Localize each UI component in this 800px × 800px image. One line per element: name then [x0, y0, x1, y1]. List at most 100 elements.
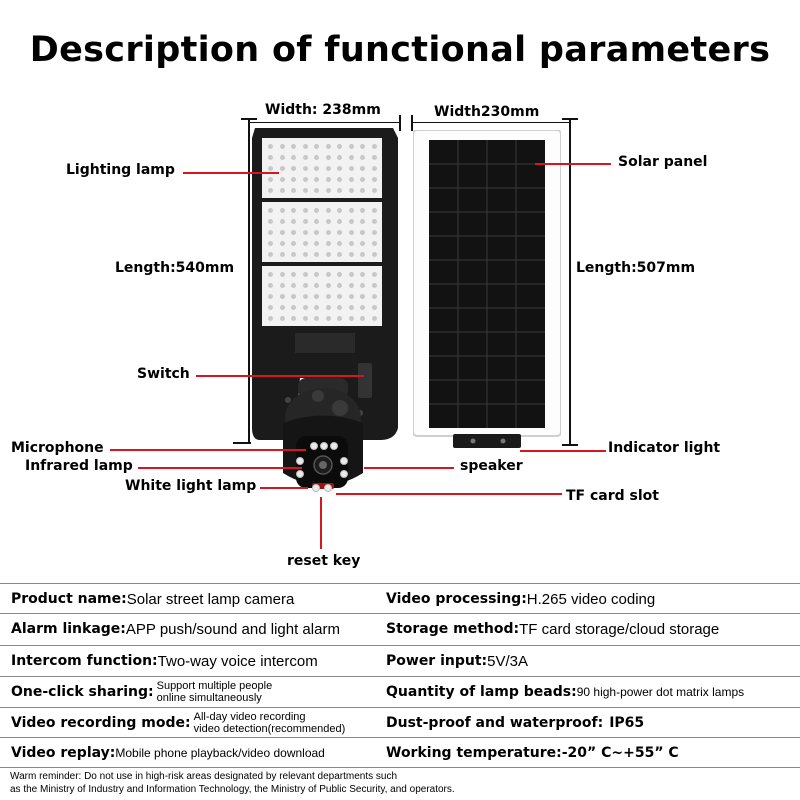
led-bead [360, 219, 365, 224]
spec-key: Intercom function [11, 653, 153, 669]
spec-value: IP65 [609, 715, 645, 731]
spec-sep: : [571, 684, 577, 700]
led-bead [291, 144, 296, 149]
led-bead [348, 208, 354, 213]
led-bead [268, 252, 273, 257]
led-bead [348, 305, 354, 310]
led-bead [314, 155, 319, 160]
led-bead [360, 283, 365, 288]
spec-value: All-day video recording [193, 711, 306, 723]
led-bead [337, 305, 342, 310]
spec-value: Solar street lamp camera [126, 590, 295, 608]
spec-sep: : [481, 653, 488, 669]
led-bead [348, 294, 354, 299]
led-bead [337, 144, 342, 149]
spec-value: Mobile phone playback/video download [115, 746, 325, 760]
led-bead [360, 230, 365, 235]
spec-row: Video recording mode:All-day video recor… [0, 707, 800, 738]
led-bead [325, 294, 331, 299]
led-bead [302, 177, 308, 182]
led-bead [371, 294, 377, 299]
spec-key: Product name [11, 591, 122, 607]
led-bead [291, 305, 296, 310]
led-bead [302, 316, 308, 321]
led-bead [325, 230, 331, 235]
spec-row: Intercom function:Two-way voice intercom… [0, 645, 800, 676]
spec-sep: : [185, 715, 191, 731]
spec-value: APP push/sound and light alarm [125, 620, 340, 638]
led-bead [325, 188, 331, 193]
led-bead [314, 144, 319, 149]
lamp-width-label: Width: 238mm [265, 102, 381, 118]
led-bead [302, 252, 308, 257]
led-bead [325, 219, 331, 224]
led-bead [314, 208, 319, 213]
led-bead [314, 294, 319, 299]
led-bead [325, 316, 331, 321]
led-bead [360, 316, 365, 321]
led-bead [291, 219, 296, 224]
led-bead [337, 272, 342, 277]
led-bead [302, 283, 308, 288]
spec-value: video detection(recommended) [193, 723, 346, 735]
led-bead [291, 241, 296, 246]
led-bead [291, 294, 296, 299]
led-bead [348, 241, 354, 246]
led-bead [325, 252, 331, 257]
led-bead [348, 283, 354, 288]
spec-value: -20” C~+55” C [561, 745, 679, 761]
led-bead [371, 283, 377, 288]
spec-sep: : [148, 684, 154, 700]
led-bead [268, 316, 273, 321]
led-bead [279, 144, 285, 149]
led-bead [279, 177, 285, 182]
microphone-label: Microphone [11, 440, 104, 456]
led-bead [291, 316, 296, 321]
led-bead [360, 188, 365, 193]
led-bead [268, 144, 273, 149]
led-bead [291, 208, 296, 213]
led-bead [291, 155, 296, 160]
led-bead [371, 316, 377, 321]
led-bead [325, 241, 331, 246]
led-bead [348, 144, 354, 149]
spec-key: Storage method [386, 621, 514, 637]
led-bead [325, 272, 331, 277]
solar-panel-label: Solar panel [618, 154, 708, 170]
led-bead [302, 188, 308, 193]
product-illustration: Width: 238mm Width230mm Length:540mm Len… [11, 102, 720, 569]
led-bead [348, 177, 354, 182]
led-bead [268, 208, 273, 213]
led-bead [302, 230, 308, 235]
led-bead [337, 155, 342, 160]
led-bead [348, 155, 354, 160]
led-bead [268, 230, 273, 235]
lighting-lamp-label: Lighting lamp [66, 162, 175, 178]
spec-sep: : [556, 745, 562, 761]
led-bead [302, 294, 308, 299]
led-bead [348, 272, 354, 277]
led-bead [325, 177, 331, 182]
led-bead [291, 283, 296, 288]
led-bead [371, 155, 377, 160]
reset-key-label: reset key [287, 553, 361, 569]
led-bead [337, 316, 342, 321]
led-bead [325, 166, 331, 171]
led-bead [268, 177, 273, 182]
led-bead [314, 188, 319, 193]
led-bead [360, 272, 365, 277]
tf-card-slot-label: TF card slot [566, 488, 659, 504]
spec-sep: : [109, 745, 116, 761]
spec-value: H.265 video coding [526, 590, 656, 608]
spec-row: Product name:Solar street lamp camera Vi… [0, 583, 800, 614]
led-bead [279, 155, 285, 160]
warning-line: as the Ministry of Industry and Informat… [10, 784, 455, 795]
spec-key: Working temperature [386, 745, 557, 761]
led-bead [314, 316, 319, 321]
led-bead [302, 305, 308, 310]
led-bead [337, 294, 342, 299]
led-bead [325, 155, 331, 160]
led-bead [348, 219, 354, 224]
led-bead [348, 316, 354, 321]
led-bead [360, 305, 365, 310]
